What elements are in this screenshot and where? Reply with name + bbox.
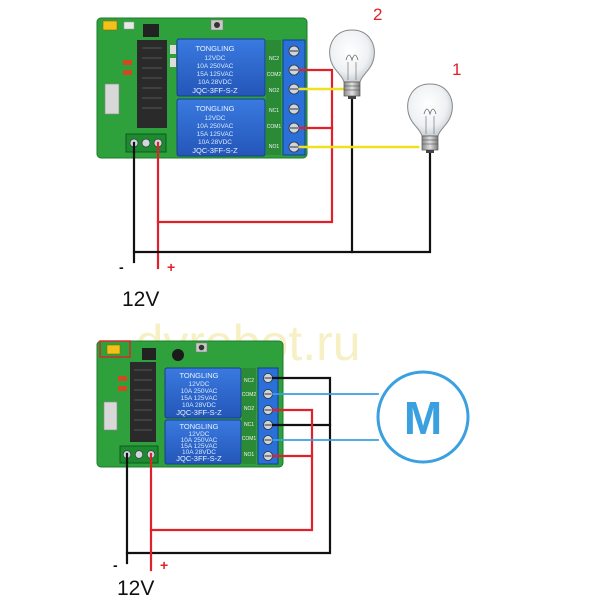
svg-text:TONGLING: TONGLING (179, 371, 218, 380)
svg-text:NC2: NC2 (244, 378, 254, 384)
rf-module (137, 40, 167, 128)
relay-board-bottom: TONGLING 12VDC 10A 250VAC 15A 125VAC 10A… (96, 340, 284, 468)
svg-text:10A 28VDC: 10A 28VDC (182, 402, 216, 409)
led-highlight (99, 340, 131, 358)
svg-text:NO2: NO2 (269, 88, 280, 94)
minus-label-bottom: - (113, 557, 118, 573)
svg-text:12VDC: 12VDC (205, 55, 226, 62)
svg-text:JQC-3FF-S-Z: JQC-3FF-S-Z (192, 146, 238, 155)
svg-text:15A 125VAC: 15A 125VAC (181, 443, 218, 450)
svg-text:NO2: NO2 (244, 406, 255, 412)
svg-text:NC1: NC1 (244, 422, 254, 428)
svg-text:12VDC: 12VDC (189, 431, 210, 438)
minus-label-top: - (119, 259, 124, 275)
led-indicator (102, 20, 118, 31)
lamp-2 (329, 29, 375, 99)
plus-label-bottom: + (160, 557, 168, 573)
svg-text:TONGLING: TONGLING (195, 104, 234, 113)
svg-text:10A 28VDC: 10A 28VDC (198, 139, 232, 146)
side-connector (104, 83, 120, 115)
ic-chip (143, 24, 159, 37)
svg-text:12VDC: 12VDC (189, 381, 210, 388)
terminal-block-bottom (257, 367, 279, 465)
svg-text:NO1: NO1 (269, 144, 280, 150)
bottom-diagram: TONGLING 12VDC 10A 250VAC 15A 125VAC 10A… (96, 340, 470, 600)
voltage-label-top: 12V (122, 288, 159, 311)
svg-text:10A 28VDC: 10A 28VDC (182, 449, 216, 456)
svg-text:15A 125VAC: 15A 125VAC (197, 71, 234, 78)
lamp-label-1: 1 (452, 60, 461, 79)
motor-label: M (404, 392, 442, 444)
svg-text:JQC-3FF-S-Z: JQC-3FF-S-Z (176, 454, 222, 463)
wires-bottom (125, 376, 379, 572)
svg-text:TONGLING: TONGLING (179, 422, 218, 431)
relay-top-1: TONGLING 12VDC 10A 250VAC 15A 125VAC 10A… (176, 38, 266, 97)
wires-top (132, 68, 432, 270)
svg-text:NC1: NC1 (269, 108, 279, 114)
plus-label-top: + (167, 259, 175, 275)
lamp-label-2: 2 (373, 5, 382, 24)
svg-text:10A 250VAC: 10A 250VAC (181, 437, 218, 444)
voltage-label-bottom: 12V (117, 577, 154, 600)
top-diagram: TONGLING 12VDC 10A 250VAC 15A 125VAC 10A… (96, 5, 461, 311)
lamp-1 (407, 83, 453, 153)
svg-text:NO1: NO1 (244, 452, 255, 458)
motor: M (376, 370, 470, 464)
svg-text:15A 125VAC: 15A 125VAC (197, 131, 234, 138)
svg-text:COM2: COM2 (242, 392, 257, 398)
relay-board-top: TONGLING 12VDC 10A 250VAC 15A 125VAC 10A… (96, 17, 308, 159)
svg-text:NC2: NC2 (269, 56, 279, 62)
svg-text:12VDC: 12VDC (205, 115, 226, 122)
svg-text:JQC-3FF-S-Z: JQC-3FF-S-Z (176, 408, 222, 417)
svg-text:COM1: COM1 (242, 436, 257, 442)
power-terminal-bottom (119, 445, 159, 464)
terminal-block-top (282, 39, 306, 156)
relay-bottom-2: TONGLING 12VDC 10A 250VAC 15A 125VAC 10A… (164, 419, 242, 465)
relay-bottom-1: TONGLING 12VDC 10A 250VAC 15A 125VAC 10A… (164, 367, 242, 419)
svg-text:10A 250VAC: 10A 250VAC (197, 123, 234, 130)
svg-text:10A 250VAC: 10A 250VAC (197, 63, 234, 70)
svg-text:10A 28VDC: 10A 28VDC (198, 79, 232, 86)
relay-top-2: TONGLING 12VDC 10A 250VAC 15A 125VAC 10A… (176, 98, 266, 157)
svg-text:COM1: COM1 (267, 124, 282, 130)
relay-brand: TONGLING (195, 44, 234, 53)
svg-text:COM2: COM2 (267, 72, 282, 78)
power-terminal-top (125, 133, 167, 153)
led-indicator (106, 344, 121, 355)
svg-text:15A 125VAC: 15A 125VAC (181, 395, 218, 402)
svg-text:10A 250VAC: 10A 250VAC (181, 388, 218, 395)
svg-text:JQC-3FF-S-Z: JQC-3FF-S-Z (192, 86, 238, 95)
